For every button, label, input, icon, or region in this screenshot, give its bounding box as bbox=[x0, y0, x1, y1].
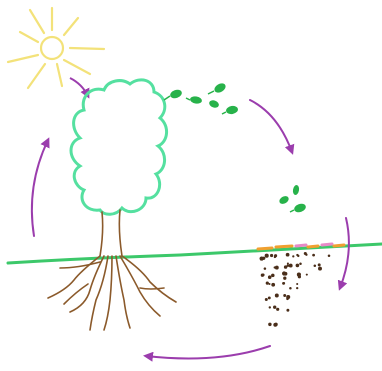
soil-particle bbox=[274, 256, 276, 258]
soil-particle bbox=[286, 298, 289, 301]
soil-particle bbox=[265, 254, 269, 258]
leaf-icon bbox=[278, 194, 290, 205]
leaf-icon bbox=[290, 202, 307, 214]
soil-particle bbox=[328, 254, 331, 257]
leaf-icon bbox=[186, 96, 203, 105]
soil-particle bbox=[318, 267, 322, 271]
soil-particle bbox=[282, 282, 285, 285]
soil-particle bbox=[306, 274, 308, 276]
soil-particle bbox=[296, 287, 298, 289]
soil-particle bbox=[292, 255, 294, 257]
arrow-icon bbox=[250, 100, 292, 152]
tree-icon bbox=[48, 80, 176, 330]
soil-particle bbox=[261, 274, 264, 277]
tree-trunk-roots bbox=[48, 210, 176, 330]
sun-to-tree-arrow bbox=[70, 78, 88, 96]
soil-particle bbox=[297, 273, 301, 277]
leaf-icon bbox=[222, 105, 239, 115]
tree-canopy bbox=[71, 80, 167, 214]
soil-particle bbox=[266, 282, 269, 285]
soil-particle bbox=[289, 287, 292, 290]
arrow-icon bbox=[146, 346, 270, 358]
falling-leaves-bottom bbox=[278, 185, 307, 214]
soil-particle bbox=[275, 294, 279, 298]
leaf-icon bbox=[164, 88, 183, 100]
falling-leaves-top bbox=[164, 82, 239, 115]
soil-particle bbox=[299, 263, 302, 266]
soil-particle bbox=[284, 272, 288, 276]
soil-particle bbox=[268, 275, 272, 279]
soil-particle bbox=[268, 323, 271, 326]
soil-particle bbox=[314, 265, 317, 268]
soil-particle bbox=[273, 323, 277, 327]
soil-particle bbox=[305, 254, 307, 256]
soil-particle bbox=[268, 296, 271, 299]
soil-particle bbox=[283, 294, 286, 297]
soil-particle bbox=[270, 254, 273, 257]
soil-particle bbox=[286, 309, 289, 312]
arrow-icon bbox=[340, 218, 349, 288]
soil-particle bbox=[296, 254, 298, 256]
soil-particle bbox=[283, 277, 286, 280]
soil-particle bbox=[271, 274, 275, 278]
soil-particle bbox=[312, 254, 315, 257]
soil-particle bbox=[264, 267, 267, 270]
soil-particle bbox=[260, 257, 264, 261]
soil-particle bbox=[296, 283, 298, 285]
soil-particle bbox=[276, 308, 279, 311]
decomposing-soil bbox=[260, 252, 331, 327]
arrow-icon bbox=[32, 140, 48, 236]
soil-particle bbox=[296, 264, 300, 268]
soil-particle bbox=[287, 262, 289, 264]
soil-particle bbox=[289, 264, 293, 268]
leaf-icon bbox=[292, 185, 300, 196]
soil-particle bbox=[275, 266, 279, 270]
soil-particle bbox=[269, 306, 271, 308]
soil-particle bbox=[286, 253, 290, 257]
ground-line bbox=[8, 244, 382, 263]
soil-particle bbox=[271, 283, 275, 287]
soil-particle bbox=[318, 263, 321, 266]
leaf-icon bbox=[208, 82, 227, 95]
soil-particle bbox=[265, 298, 268, 301]
soil-particle bbox=[269, 283, 271, 285]
leaf-icon bbox=[208, 99, 220, 109]
sun-icon bbox=[8, 8, 104, 88]
soil-particle bbox=[273, 306, 276, 309]
soil-particle bbox=[287, 264, 290, 267]
